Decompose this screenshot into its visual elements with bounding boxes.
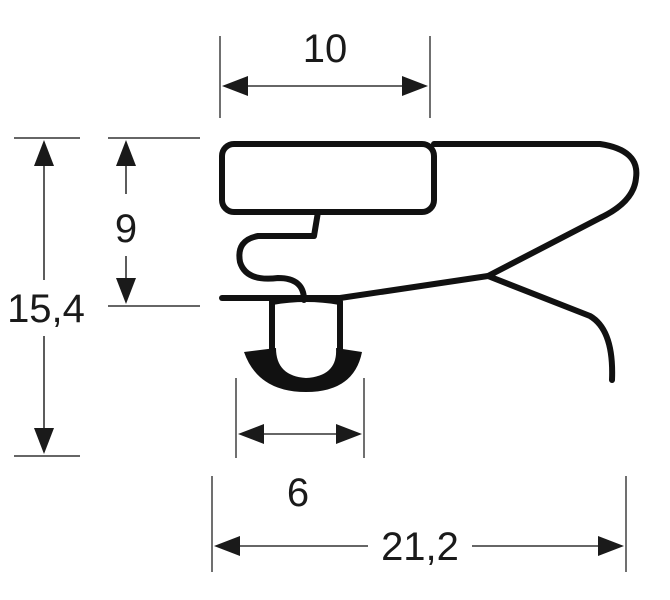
right-flap [485,273,616,383]
arrowhead-left [222,76,248,96]
anchor-top [269,296,343,305]
s-connector [236,209,321,303]
dimension-base-width: 6 [235,378,365,515]
magnet-chamber [219,141,437,215]
dimension-top-width: 10 [219,27,431,118]
base-width-label: 6 [287,471,309,515]
arrowhead-left [214,536,240,556]
arrowhead-right [336,424,362,444]
total-height-label: 15,4 [7,287,85,331]
left-height-label: 9 [115,207,137,251]
anchor-stem-sides [269,299,343,353]
top-width-label: 10 [303,27,348,71]
arrowhead-left [238,424,264,444]
arrowhead-up [116,140,136,166]
outer-bellow [337,141,640,301]
arrowhead-right [402,76,428,96]
arrowhead-up [34,140,54,166]
dimension-total-width: 21,2 [211,476,627,572]
gasket-profile [219,141,640,392]
arrowhead-down [116,278,136,304]
dimension-total-height: 15,4 [7,137,85,457]
arrowhead-down [34,428,54,454]
total-width-label: 21,2 [381,525,459,569]
anchor-foot [244,348,362,392]
dimension-left-height: 9 [108,137,200,307]
arrowhead-right [598,536,624,556]
